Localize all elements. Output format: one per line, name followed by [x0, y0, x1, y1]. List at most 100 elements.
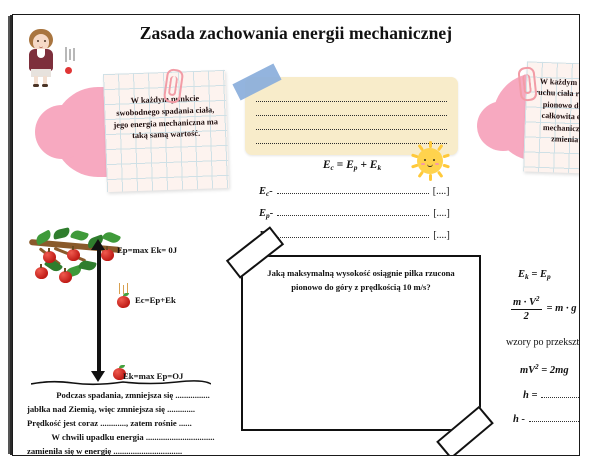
motion-streak-icon — [69, 49, 71, 60]
rf-ep: E — [539, 269, 547, 280]
apple-icon — [59, 268, 72, 283]
worksheet-page: Zasada zachowania energii mechanicznej W… — [12, 14, 580, 456]
page-title: Zasada zachowania energii mechanicznej — [139, 23, 453, 43]
right-formula-ek-eq-ep: Ek = Ep — [518, 269, 551, 281]
arrow-head-down-icon — [91, 371, 105, 382]
apple-icon — [101, 246, 114, 261]
ec-dash: - — [269, 186, 273, 197]
right-formula-derived: mV2 = 2mg — [520, 363, 569, 376]
eq-rhs2-sub: k — [377, 163, 382, 172]
ep-dash: - — [269, 208, 274, 219]
blank-writing-line[interactable] — [256, 88, 447, 102]
fill-in-sentences[interactable]: Podczas spadania, zmniejsza się ........… — [27, 389, 239, 456]
ec-subscript: c — [266, 189, 270, 198]
fraction-right-side: = m · g — [546, 303, 577, 314]
right-formula-note: wzory po przekszta — [506, 337, 580, 348]
sun-smile — [427, 162, 433, 167]
ep-unit: [....] — [433, 208, 450, 219]
arrow-shaft — [97, 247, 101, 375]
teacher-illustration — [21, 29, 61, 87]
sun-eye-left — [424, 159, 427, 162]
motion-streak-icon — [123, 285, 125, 294]
teacher-eye-left — [37, 40, 39, 42]
eq-rhs1: E — [346, 159, 354, 171]
h-answer-label: h - — [513, 414, 525, 425]
teacher-leg-left — [34, 76, 38, 86]
ek-unit: [....] — [433, 230, 450, 241]
right-formula-h-answer[interactable]: h - — [513, 413, 579, 425]
eq-lhs-sub: c — [330, 163, 334, 172]
definition-row-ec[interactable]: Ec- [....] — [259, 185, 449, 198]
ec-symbol: E — [259, 186, 267, 197]
question-answer-box[interactable]: Jaką maksymalną wysokość osiągnie piłka … — [241, 255, 481, 431]
fraction-denominator: 2 — [523, 311, 529, 322]
ep-symbol: E — [259, 208, 267, 219]
h-solve-blank[interactable] — [541, 389, 579, 398]
right-formula-h-solve[interactable]: h = — [523, 389, 579, 401]
h-answer-blank[interactable] — [528, 413, 579, 422]
sun-ray — [428, 141, 432, 148]
rf-ep-sub: p — [546, 272, 551, 281]
sentence-line[interactable]: Podczas spadania, zmniejsza się ........… — [56, 390, 210, 400]
sun-blush-right — [435, 163, 439, 166]
derived-lhs: mV — [520, 365, 536, 376]
motion-streak-icon — [73, 48, 75, 61]
teacher-jacket — [29, 49, 53, 71]
diagram-label-bottom: Ek=max Ep=OJ — [123, 371, 184, 381]
main-equation: Ec = Ep + Ek — [245, 159, 459, 172]
apple-landed-icon — [113, 365, 126, 380]
teacher-mouth — [39, 45, 43, 48]
sun-ray — [410, 153, 419, 159]
question-text: Jaką maksymalną wysokość osiągnie piłka … — [267, 268, 455, 292]
sentence-line[interactable]: jabłka nad Ziemią, więc zmniejsza się ..… — [27, 403, 196, 414]
apple-icon — [67, 246, 80, 261]
blank-writing-line[interactable] — [256, 130, 447, 144]
diagram-label-middle: Ec=Ep+Ek — [135, 295, 176, 305]
eq-rhs1-sub: p — [353, 163, 358, 172]
ec-unit: [....] — [432, 186, 450, 197]
rf-eq: = — [531, 269, 538, 280]
arrow-head-up-icon — [91, 239, 105, 250]
paperclip-icon — [517, 66, 538, 102]
teacher-leg-right — [43, 76, 47, 86]
rf-ek-sub: k — [525, 272, 529, 281]
apple-falling-icon — [117, 293, 130, 308]
ec-answer-blank[interactable] — [276, 185, 429, 194]
eq-lhs: E — [322, 159, 331, 171]
sentence-line[interactable]: zamieniła się w energię ................… — [27, 445, 183, 456]
sentence-line[interactable]: Prędkość jest coraz ............, zatem … — [27, 417, 192, 428]
sun-ray — [441, 153, 450, 159]
teacher-eye-right — [44, 40, 46, 42]
ground-line — [31, 380, 211, 386]
teacher-collar — [37, 49, 45, 58]
blank-writing-line[interactable] — [256, 116, 447, 130]
right-formula-fraction: m · V2 2 = m · g — [511, 295, 576, 322]
leaf-icon — [70, 228, 89, 243]
center-note-card[interactable] — [245, 77, 458, 155]
apple-icon — [43, 248, 56, 263]
teacher-shoe-right — [42, 84, 48, 87]
sun-blush-left — [421, 163, 425, 166]
sun-ray — [428, 174, 432, 181]
derived-exponent: 2 — [535, 363, 539, 371]
sun-disc — [417, 148, 443, 174]
ep-answer-blank[interactable] — [277, 207, 430, 216]
sun-eye-right — [433, 159, 436, 162]
h-solve-label: h = — [523, 390, 538, 401]
ek-answer-blank[interactable] — [277, 229, 430, 238]
apple-icon — [35, 264, 48, 279]
derived-rhs: = 2mg — [541, 365, 569, 376]
falling-ball-icon — [65, 67, 72, 74]
teacher-skirt — [31, 69, 51, 77]
sentence-line[interactable]: W chwili upadku energia ................… — [51, 431, 215, 442]
ep-subscript: p — [266, 211, 270, 220]
fraction-numerator-exponent: 2 — [536, 295, 540, 303]
eq-op: = — [336, 159, 344, 171]
definition-row-ep[interactable]: Ep- [....] — [259, 207, 450, 220]
rf-ek: E — [518, 269, 526, 280]
definition-row-ek[interactable]: Ek- [....] — [259, 229, 450, 242]
motion-streak-icon — [119, 283, 121, 294]
leaf-icon — [52, 227, 71, 240]
blank-writing-line[interactable] — [256, 102, 447, 116]
motion-streak-icon — [127, 283, 129, 295]
